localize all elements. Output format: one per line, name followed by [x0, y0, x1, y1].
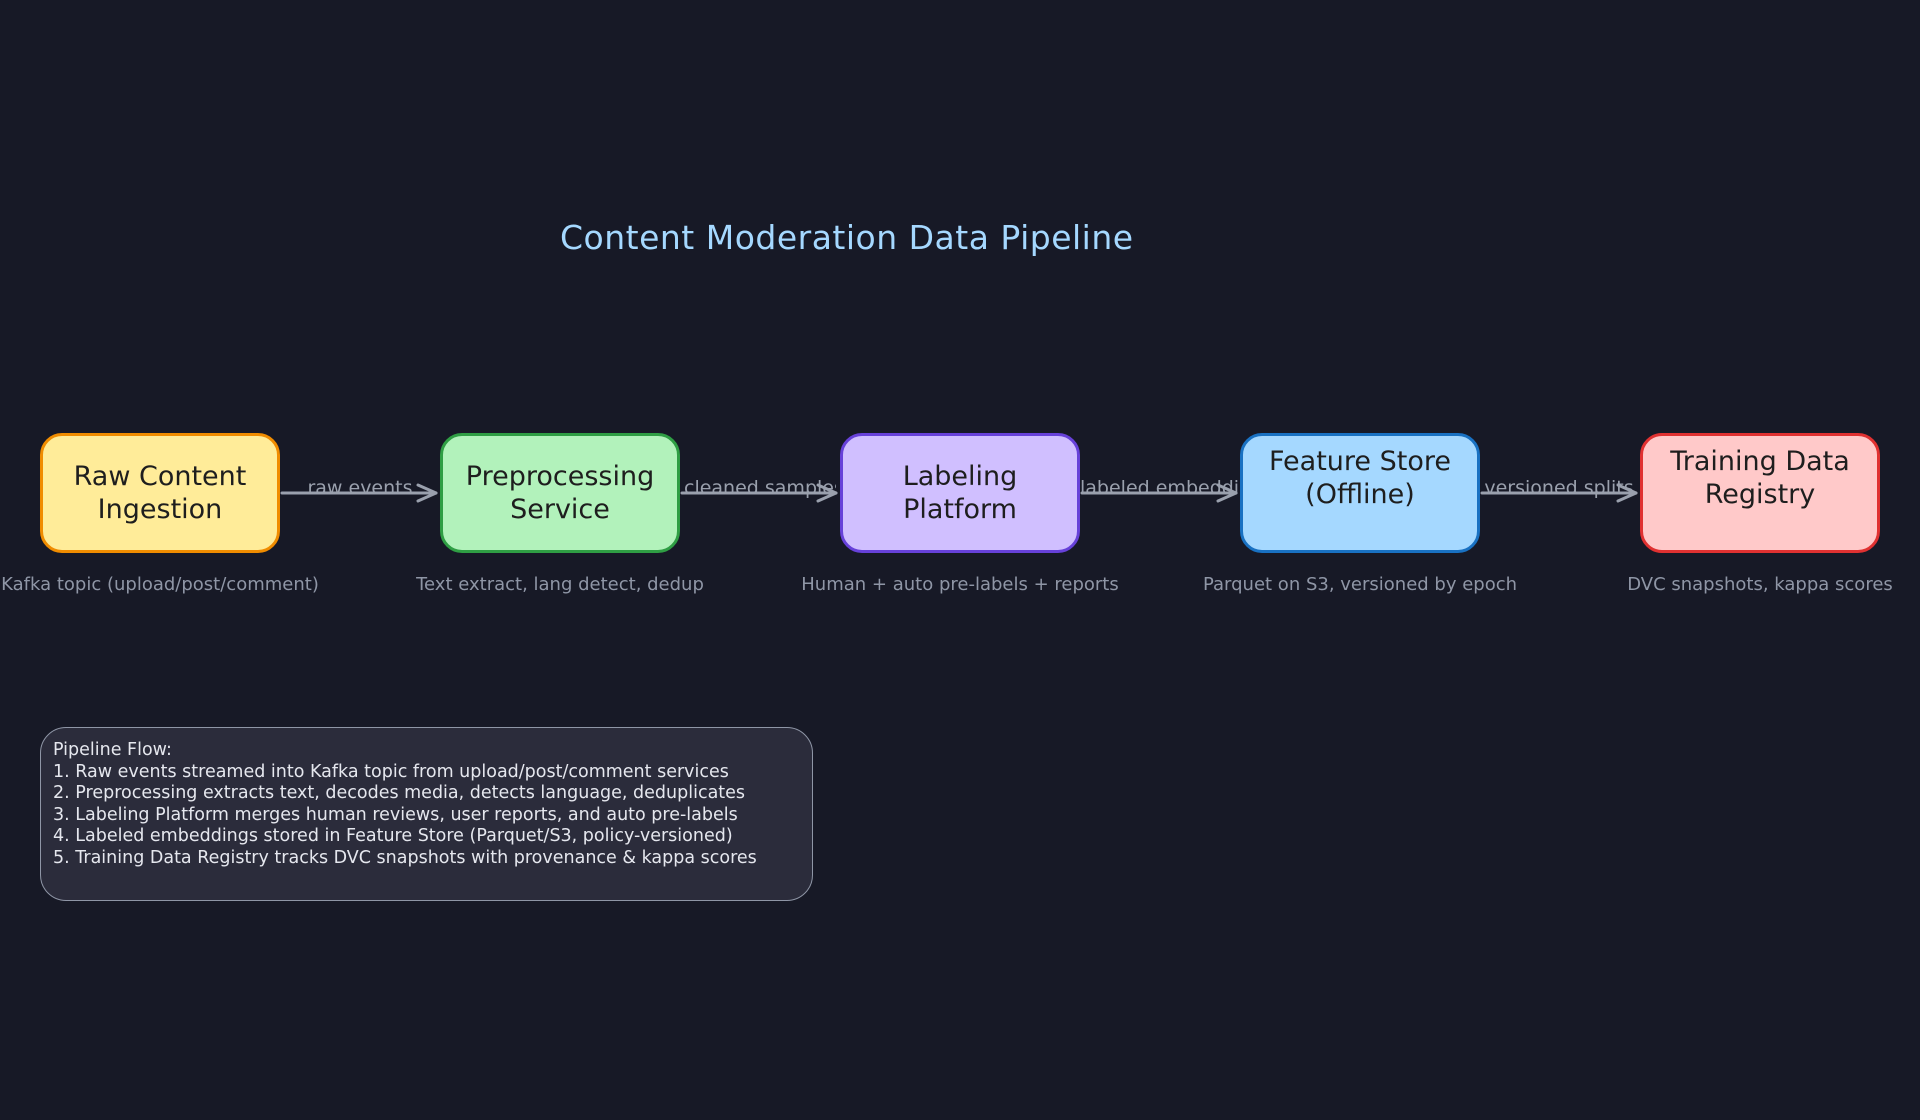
notes-line-2: 2. Preprocessing extracts text, decodes …: [53, 783, 746, 804]
node-raw-content-ingestion[interactable]: Raw Content Ingestion: [40, 433, 280, 553]
caption-labeling-platform: Human + auto pre-labels + reports: [801, 574, 1119, 595]
notes-line-3: 3. Labeling Platform merges human review…: [53, 804, 738, 825]
node-training-data-registry[interactable]: Training Data Registry: [1640, 433, 1880, 553]
diagram-title: Content Moderation Data Pipeline: [560, 218, 1134, 257]
notes-heading: Pipeline Flow:: [53, 740, 172, 760]
pipeline-flow-notes: Pipeline Flow: 1. Raw events streamed in…: [40, 727, 813, 901]
arrow-2-head: [1216, 483, 1238, 503]
caption-training-data-registry: DVC snapshots, kappa scores: [1627, 574, 1893, 595]
caption-feature-store: Parquet on S3, versioned by epoch: [1202, 574, 1518, 595]
arrow-1-head: [816, 483, 838, 503]
notes-line-5: 5. Training Data Registry tracks DVC sna…: [53, 847, 757, 868]
caption-raw-content-ingestion: Kafka topic (upload/post/comment): [1, 574, 319, 595]
edge-label-raw-events: raw events: [307, 477, 413, 499]
node-preprocessing-service[interactable]: Preprocessing Service: [440, 433, 680, 553]
caption-preprocessing-service: Text extract, lang detect, dedup: [416, 574, 704, 595]
node-feature-store[interactable]: Feature Store (Offline): [1240, 433, 1480, 553]
arrow-layer: [280, 483, 1638, 503]
edge-label-cleaned-samples: cleaned samples: [684, 477, 836, 499]
notes-line-4: 4. Labeled embeddings stored in Feature …: [53, 826, 733, 847]
arrow-3-head: [1616, 483, 1638, 503]
edge-label-labeled-embeddings: labeled embeddings: [1080, 477, 1238, 499]
arrow-0-head: [416, 483, 438, 503]
edge-label-versioned-splits: versioned splits: [1484, 477, 1634, 499]
notes-line-1: 1. Raw events streamed into Kafka topic …: [53, 761, 729, 782]
node-labeling-platform[interactable]: Labeling Platform: [840, 433, 1080, 553]
